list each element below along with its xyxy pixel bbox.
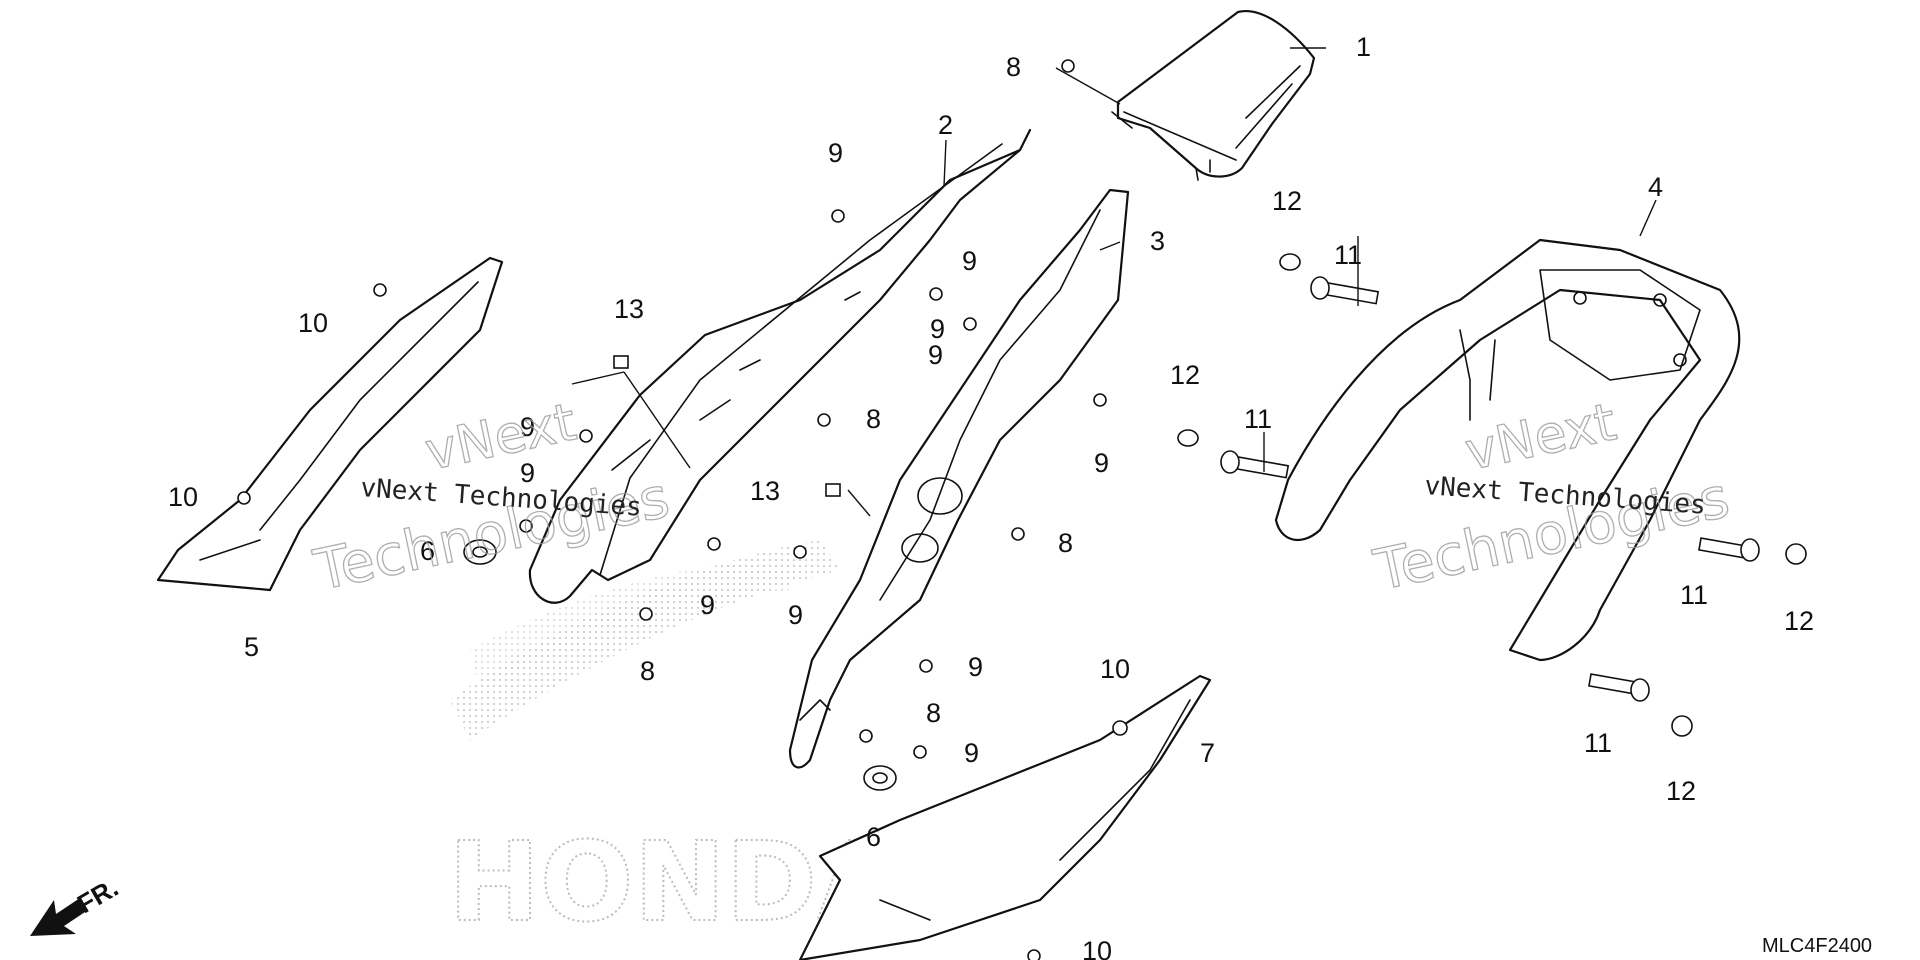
callout-1: 1: [1356, 32, 1371, 62]
brand-logo: HONDA: [447, 540, 903, 947]
part-5-side-panel: [156, 256, 504, 592]
callout-9-top: 9: [828, 138, 843, 168]
callout-8-right: 8: [1058, 528, 1073, 558]
part-7-lower-cover: [798, 674, 1212, 960]
callout-8-mid: 8: [866, 404, 881, 434]
callout-12-a: 12: [1272, 186, 1302, 216]
cap-12-a: [1279, 253, 1301, 271]
callout-8-lower: 8: [926, 698, 941, 728]
part-4-grab-rail: [1274, 238, 1741, 662]
front-direction-arrow: FR.: [30, 872, 123, 936]
collar-6-lower: [863, 765, 897, 791]
callout-10-left: 10: [168, 482, 198, 512]
callout-9-mid: 9: [928, 340, 943, 370]
part-1-seat-cowl: [1111, 9, 1316, 181]
callout-13-top: 13: [614, 294, 644, 324]
callouts: 1 2 3 4 5 6 6 7 8 8 8 8 8 9 9 9 9 9 9 9 …: [168, 32, 1814, 960]
callout-10-bottom: 10: [1082, 936, 1112, 960]
leader-lines: [571, 47, 1657, 517]
callout-11-c: 11: [1680, 580, 1708, 610]
bolt-11-d: [1588, 673, 1650, 702]
callout-11-b: 11: [1244, 404, 1272, 434]
callout-4: 4: [1648, 172, 1663, 202]
callout-2: 2: [938, 110, 953, 140]
callout-9-lower-b: 9: [964, 738, 979, 768]
callout-12-d: 12: [1666, 776, 1696, 806]
callout-11-d: 11: [1584, 728, 1612, 758]
part-3-side-cover: [788, 188, 1130, 769]
callout-3: 3: [1150, 226, 1165, 256]
callout-12-c: 12: [1784, 606, 1814, 636]
cap-12-d: [1671, 715, 1693, 737]
svg-text:vNext: vNext: [1460, 392, 1621, 482]
callout-8-top: 8: [1006, 52, 1021, 82]
callout-9-left-a: 9: [520, 412, 535, 442]
callout-7: 7: [1200, 738, 1215, 768]
callout-9-center: 9: [700, 590, 715, 620]
callout-9-right: 9: [1094, 448, 1109, 478]
bolt-11-b: [1220, 450, 1290, 479]
callout-9-center-b: 9: [788, 600, 803, 630]
cap-12-b: [1177, 429, 1199, 447]
callout-12-b: 12: [1170, 360, 1200, 390]
callout-9-lower-a: 9: [968, 652, 983, 682]
fasteners-small: [237, 59, 1128, 960]
bolt-11-c: [1698, 537, 1760, 562]
svg-text:vNext: vNext: [420, 392, 581, 482]
callout-5: 5: [244, 632, 259, 662]
callout-13-mid: 13: [750, 476, 780, 506]
callout-9-extra: 9: [930, 314, 945, 344]
callout-6-left: 6: [420, 536, 435, 566]
callout-6-lower: 6: [866, 822, 881, 852]
bolt-11-a: [1310, 276, 1380, 305]
callout-8-lower-left: 8: [640, 656, 655, 686]
cap-12-c: [1785, 543, 1807, 565]
callout-9-upper: 9: [962, 246, 977, 276]
callout-10-right: 10: [1100, 654, 1130, 684]
collar-6-left: [463, 539, 497, 565]
callout-11-a: 11: [1334, 240, 1362, 270]
drawing-code: MLC4F2400: [1762, 935, 1872, 957]
callout-9-left-b: 9: [520, 458, 535, 488]
callout-10-top: 10: [298, 308, 328, 338]
part-2-inner-rail: [528, 128, 1032, 604]
